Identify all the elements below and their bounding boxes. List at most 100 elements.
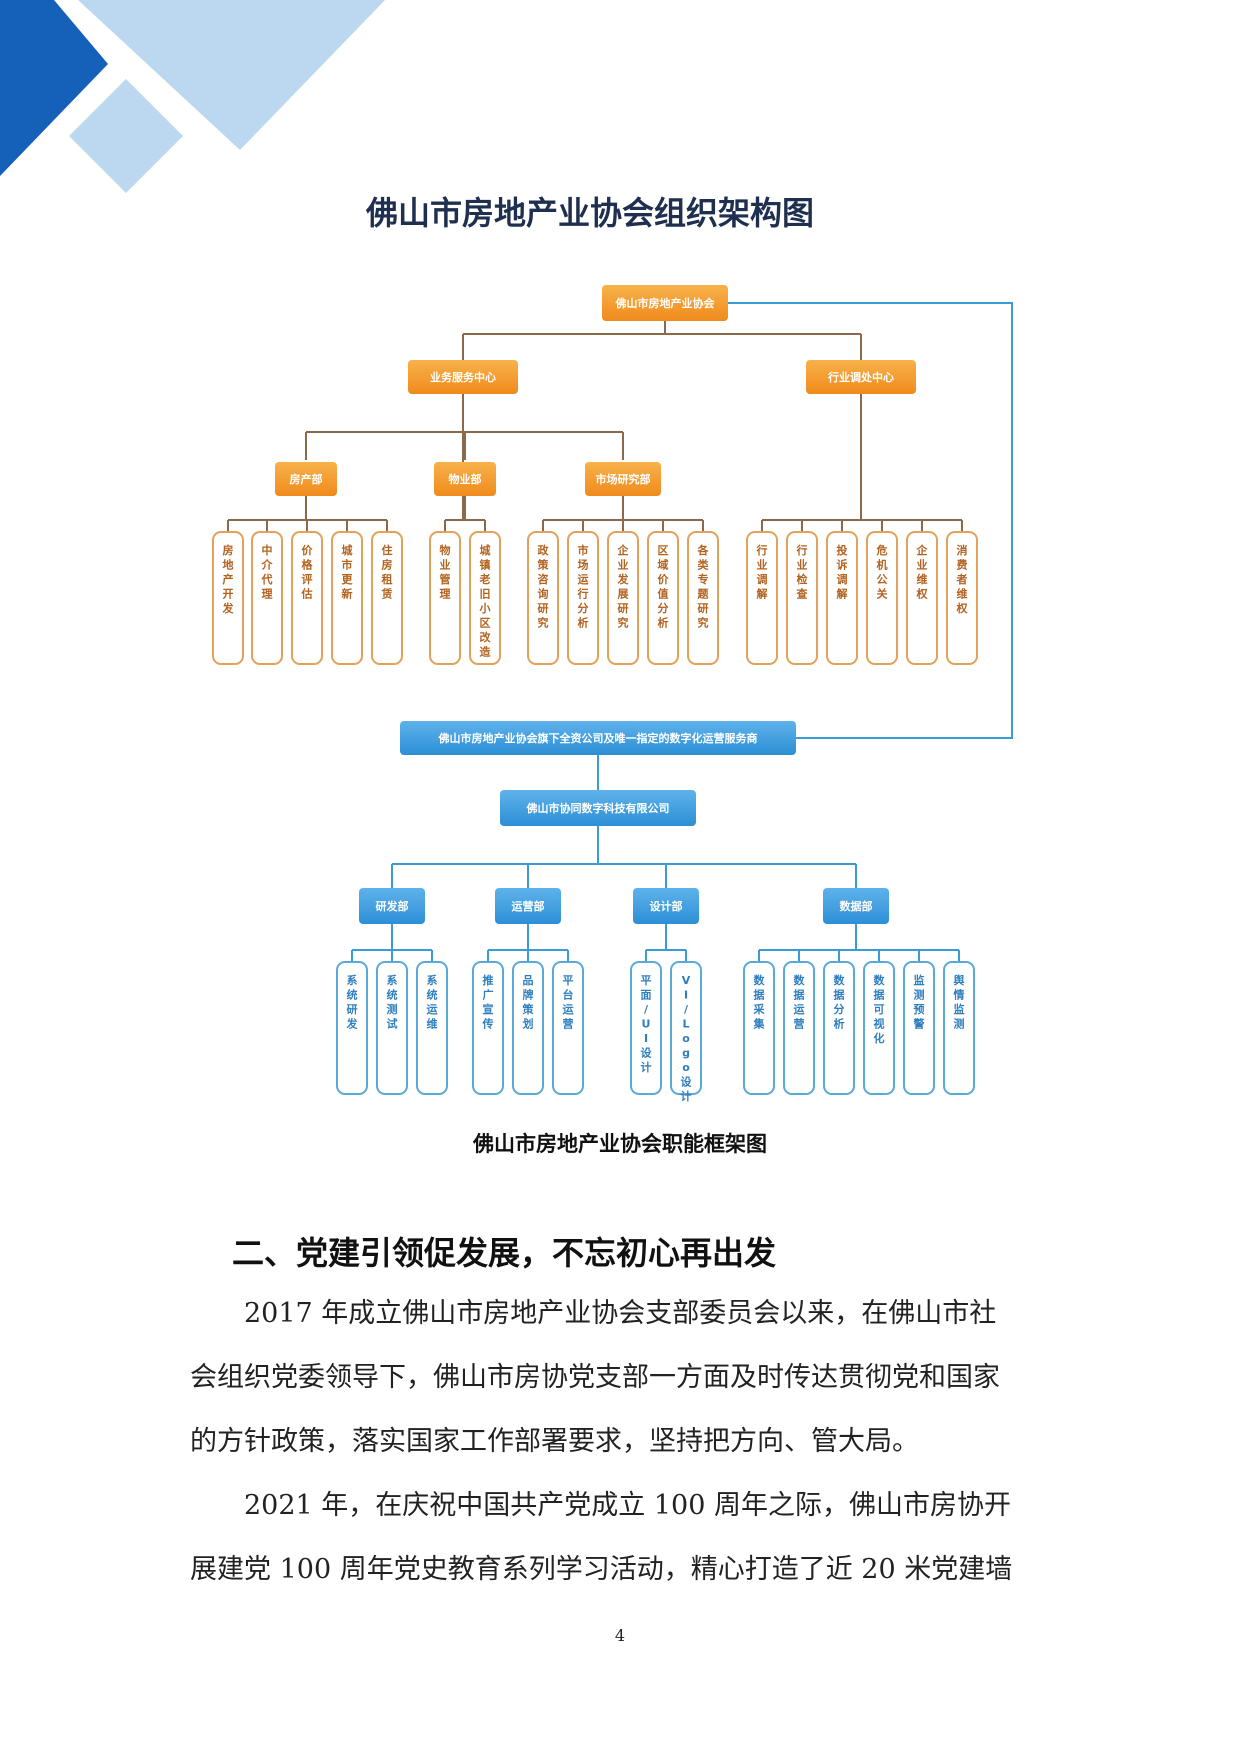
chart-title: 佛山市房地产业协会组织架构图 bbox=[365, 194, 814, 232]
leaf-box bbox=[416, 961, 448, 1095]
company-department-node-label: 运营部 bbox=[512, 899, 545, 913]
leaf-box bbox=[786, 531, 818, 665]
leaf-label: 系统测试 bbox=[387, 973, 398, 1031]
leaf-label: 城市更新 bbox=[342, 543, 354, 601]
leaf-label: 数据可视化 bbox=[874, 973, 886, 1045]
leaf-box bbox=[291, 531, 323, 665]
leaf-box bbox=[746, 531, 778, 665]
leaf-box bbox=[943, 961, 975, 1095]
leaf-box bbox=[863, 961, 895, 1095]
paragraph-line: 展建党 100 周年党史教育系列学习活动，精心打造了近 20 米党建墙 bbox=[190, 1554, 1013, 1585]
company-department-node-label: 研发部 bbox=[376, 899, 409, 913]
deco-light-diamond bbox=[69, 79, 183, 193]
leaf-label: 市场运行分析 bbox=[577, 543, 589, 630]
root-node-box bbox=[602, 285, 728, 321]
company-department-node-box bbox=[495, 888, 561, 924]
paragraph-2: 2021 年，在庆祝中国共产党成立 100 周年之际，佛山市房协开 展建党 10… bbox=[190, 1474, 1050, 1602]
department-node-label: 物业部 bbox=[449, 472, 482, 486]
leaf-label: 房地产开发 bbox=[222, 543, 235, 615]
deco-light-band bbox=[78, 0, 385, 150]
leaf-box bbox=[567, 531, 599, 665]
department-node-label: 房产部 bbox=[290, 472, 323, 486]
leaf-label: 各类专题研究 bbox=[697, 543, 710, 630]
department-node-box bbox=[434, 462, 496, 496]
leaf-box bbox=[371, 531, 403, 665]
leaf-label: 监测预警 bbox=[913, 973, 925, 1031]
leaf-box bbox=[336, 961, 368, 1095]
service-provider-node-box bbox=[400, 721, 796, 755]
leaf-label: 数据运营 bbox=[794, 973, 806, 1031]
paragraph-line: 2021 年，在庆祝中国共产党成立 100 周年之际，佛山市房协开 bbox=[244, 1490, 1011, 1521]
leaf-label: 价格评估 bbox=[301, 544, 314, 601]
leaf-box bbox=[512, 961, 544, 1095]
leaf-label: 平台运营 bbox=[563, 974, 574, 1031]
leaf-label: 政策咨询研究 bbox=[537, 543, 550, 630]
leaf-box bbox=[376, 961, 408, 1095]
paragraph-line: 会组织党委领导下，佛山市房协党支部一方面及时传达贯彻党和国家 bbox=[190, 1362, 1000, 1393]
leaf-label: 行业调解 bbox=[756, 543, 768, 601]
leaf-box bbox=[251, 531, 283, 665]
service-provider-node-label: 佛山市房地产业协会旗下全资公司及唯一指定的数字化运营服务商 bbox=[438, 731, 758, 745]
leaf-label: 行业检查 bbox=[796, 543, 808, 601]
paragraph-line: 2017 年成立佛山市房地产业协会支部委员会以来，在佛山市社 bbox=[244, 1298, 997, 1329]
company-node-label: 佛山市协同数字科技有限公司 bbox=[526, 801, 670, 815]
center-node-box bbox=[806, 360, 916, 394]
leaf-box bbox=[607, 531, 639, 665]
leaf-label: 危机公关 bbox=[876, 543, 888, 601]
leaf-box bbox=[630, 961, 662, 1095]
figure-caption: 佛山市房地产业协会职能框架图 bbox=[473, 1132, 767, 1156]
company-department-node-label: 数据部 bbox=[840, 899, 873, 913]
leaf-label: 系统运维 bbox=[427, 973, 438, 1031]
company-department-node-box bbox=[359, 888, 425, 924]
paragraph-line: 的方针政策，落实国家工作部署要求，坚持把方向、管大局。 bbox=[190, 1426, 919, 1457]
page-number: 4 bbox=[614, 1626, 626, 1645]
root-to-provider-line bbox=[728, 302, 1013, 739]
corner-decoration bbox=[0, 0, 385, 193]
leaf-label: 企业维权 bbox=[916, 543, 929, 601]
leaf-box bbox=[743, 961, 775, 1095]
leaf-box bbox=[946, 531, 978, 665]
leaf-label: 投诉调解 bbox=[837, 543, 848, 601]
company-department-node-box bbox=[633, 888, 699, 924]
leaf-label: 数据分析 bbox=[834, 973, 846, 1031]
leaf-box bbox=[903, 961, 935, 1095]
leaf-label: 消费者维权 bbox=[956, 543, 969, 615]
leaf-box bbox=[331, 531, 363, 665]
org-chart: 佛山市房地产业协会组织架构图佛山市房地产业协会业务服务中心行业调处中心房产部物业… bbox=[212, 194, 1013, 1103]
center-node-box bbox=[408, 360, 518, 394]
leaf-box bbox=[212, 531, 244, 665]
leaf-box bbox=[823, 961, 855, 1095]
leaf-box bbox=[826, 531, 858, 665]
leaf-label: 品牌策划 bbox=[522, 974, 535, 1031]
leaf-label: 住房租赁 bbox=[381, 543, 393, 601]
company-node-box bbox=[500, 790, 696, 826]
center-node-label: 业务服务中心 bbox=[430, 370, 496, 384]
leaf-label: 企业发展研究 bbox=[617, 543, 630, 630]
leaf-box bbox=[783, 961, 815, 1095]
leaf-label: 系统研发 bbox=[346, 973, 359, 1031]
leaf-label: 城镇老旧小区改造 bbox=[479, 543, 492, 659]
leaf-box bbox=[866, 531, 898, 665]
leaf-box bbox=[687, 531, 719, 665]
leaf-box bbox=[647, 531, 679, 665]
section-heading: 二、党建引领促发展，不忘初心再出发 bbox=[232, 1234, 777, 1272]
company-department-node-label: 设计部 bbox=[650, 899, 683, 913]
leaf-box bbox=[472, 961, 504, 1095]
leaf-label: 推广宣传 bbox=[482, 973, 494, 1031]
deco-dark-chevron bbox=[0, 0, 108, 176]
leaf-box bbox=[906, 531, 938, 665]
department-node-label: 市场研究部 bbox=[596, 472, 651, 486]
leaf-box bbox=[527, 531, 559, 665]
department-node-box bbox=[275, 462, 337, 496]
company-department-node-box bbox=[823, 888, 889, 924]
leaf-box bbox=[670, 961, 702, 1095]
root-node-label: 佛山市房地产业协会 bbox=[615, 296, 716, 310]
leaf-label: 中介代理 bbox=[261, 543, 274, 601]
leaf-box bbox=[552, 961, 584, 1095]
leaf-label: 舆情监测 bbox=[954, 973, 965, 1031]
leaf-label: 物业管理 bbox=[440, 543, 451, 601]
paragraph-1: 2017 年成立佛山市房地产业协会支部委员会以来，在佛山市社 会组织党委领导下，… bbox=[190, 1282, 1050, 1474]
